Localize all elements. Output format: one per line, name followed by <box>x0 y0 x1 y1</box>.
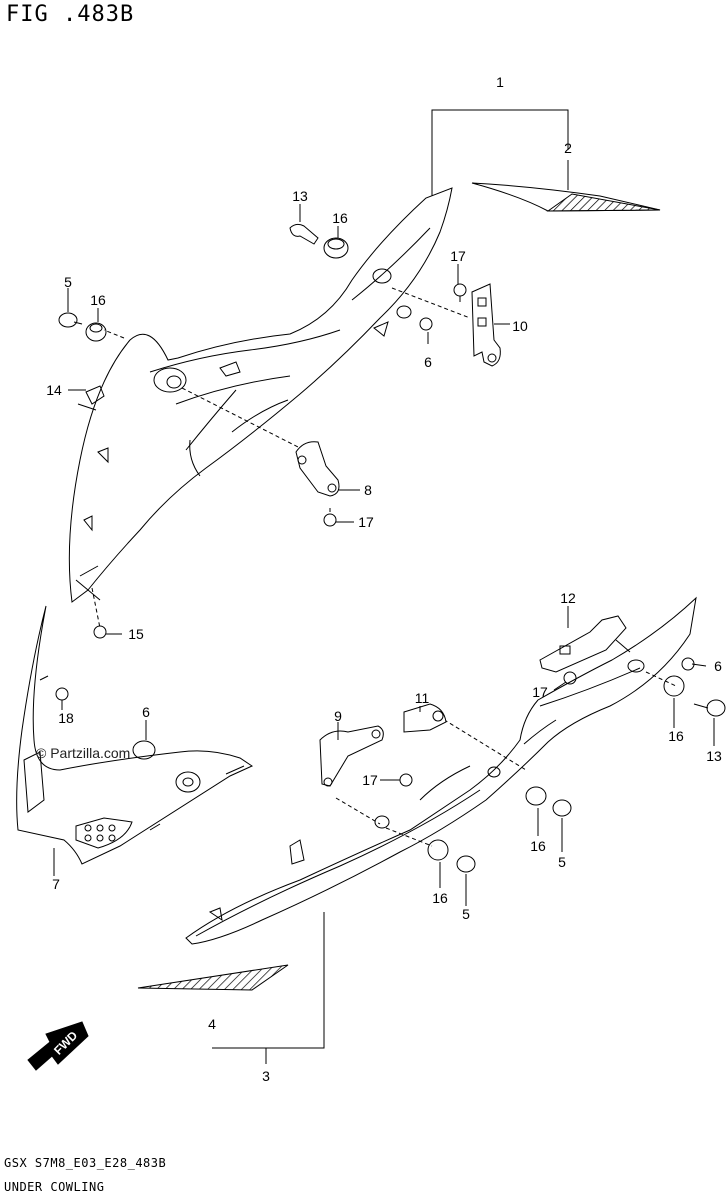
callout-16: 16 <box>432 890 448 906</box>
callout-11: 11 <box>414 690 430 706</box>
callout-5: 5 <box>64 274 72 290</box>
callout-17: 17 <box>358 514 374 530</box>
callout-4: 4 <box>208 1016 216 1032</box>
callout-15: 15 <box>128 626 144 642</box>
part-13-bolt-upper <box>289 223 319 245</box>
callout-17: 17 <box>532 684 548 700</box>
callout-16: 16 <box>668 728 684 744</box>
figure-title: FIG .483B <box>6 2 135 27</box>
callout-14: 14 <box>46 382 62 398</box>
callout-13: 13 <box>292 188 308 204</box>
callout-1: 1 <box>496 74 504 90</box>
callout-18: 18 <box>58 710 74 726</box>
callout-12: 12 <box>560 590 576 606</box>
part-6-nut-upper <box>419 317 433 331</box>
watermark: © Partzilla.com <box>36 745 131 761</box>
part-17-screw-d <box>399 773 413 787</box>
callout-9: 9 <box>334 708 342 724</box>
part-16-grommet-mid <box>525 786 547 806</box>
callout-16: 16 <box>530 838 546 854</box>
part-4-trim <box>137 964 289 991</box>
part-3-cowling <box>185 596 697 945</box>
callout-10: 10 <box>512 318 528 334</box>
part-5-bolt-low <box>456 855 476 873</box>
callout-5: 5 <box>558 854 566 870</box>
part-5-bolt-upper <box>58 312 83 328</box>
fwd-arrow <box>27 1021 89 1071</box>
part-13-bolt-right <box>693 699 726 717</box>
leader-3 <box>212 912 325 1049</box>
part-6-nut-left <box>132 740 156 760</box>
callout-6: 6 <box>424 354 432 370</box>
part-16-grommet-right <box>663 675 685 697</box>
callout-7: 7 <box>52 876 60 892</box>
part-7-cowling <box>16 605 254 865</box>
part-11-bracket <box>403 703 447 733</box>
part-9-bracket <box>319 725 384 787</box>
callout-6: 6 <box>142 704 150 720</box>
callout-2: 2 <box>564 140 572 156</box>
callout-17: 17 <box>450 248 466 264</box>
callout-16: 16 <box>332 210 348 226</box>
part-16-grommet-left <box>85 322 107 342</box>
part-16-grommet-low <box>427 839 449 861</box>
part-5-bolt-mid <box>552 799 572 817</box>
callout-5: 5 <box>462 906 470 922</box>
part-15-clip <box>93 625 107 639</box>
callout-8: 8 <box>364 482 372 498</box>
part-12-bracket <box>539 615 627 673</box>
part-17-screw-a <box>453 283 467 302</box>
part-8-bracket <box>295 441 340 497</box>
leader-1 <box>431 109 569 240</box>
figure-caption: UNDER COWLING <box>4 1180 105 1194</box>
part-18-screw <box>55 687 69 701</box>
figure-code: GSX S7M8_E03_E28_483B <box>4 1156 167 1170</box>
part-17-screw-c <box>563 671 577 685</box>
callout-3: 3 <box>262 1068 270 1084</box>
part-16-grommet-upper <box>323 237 349 259</box>
callout-13: 13 <box>706 748 722 764</box>
part-1-cowling <box>68 187 453 603</box>
callout-17: 17 <box>362 772 378 788</box>
callout-6: 6 <box>714 658 722 674</box>
callout-16: 16 <box>90 292 106 308</box>
part-17-screw-b <box>323 508 337 527</box>
